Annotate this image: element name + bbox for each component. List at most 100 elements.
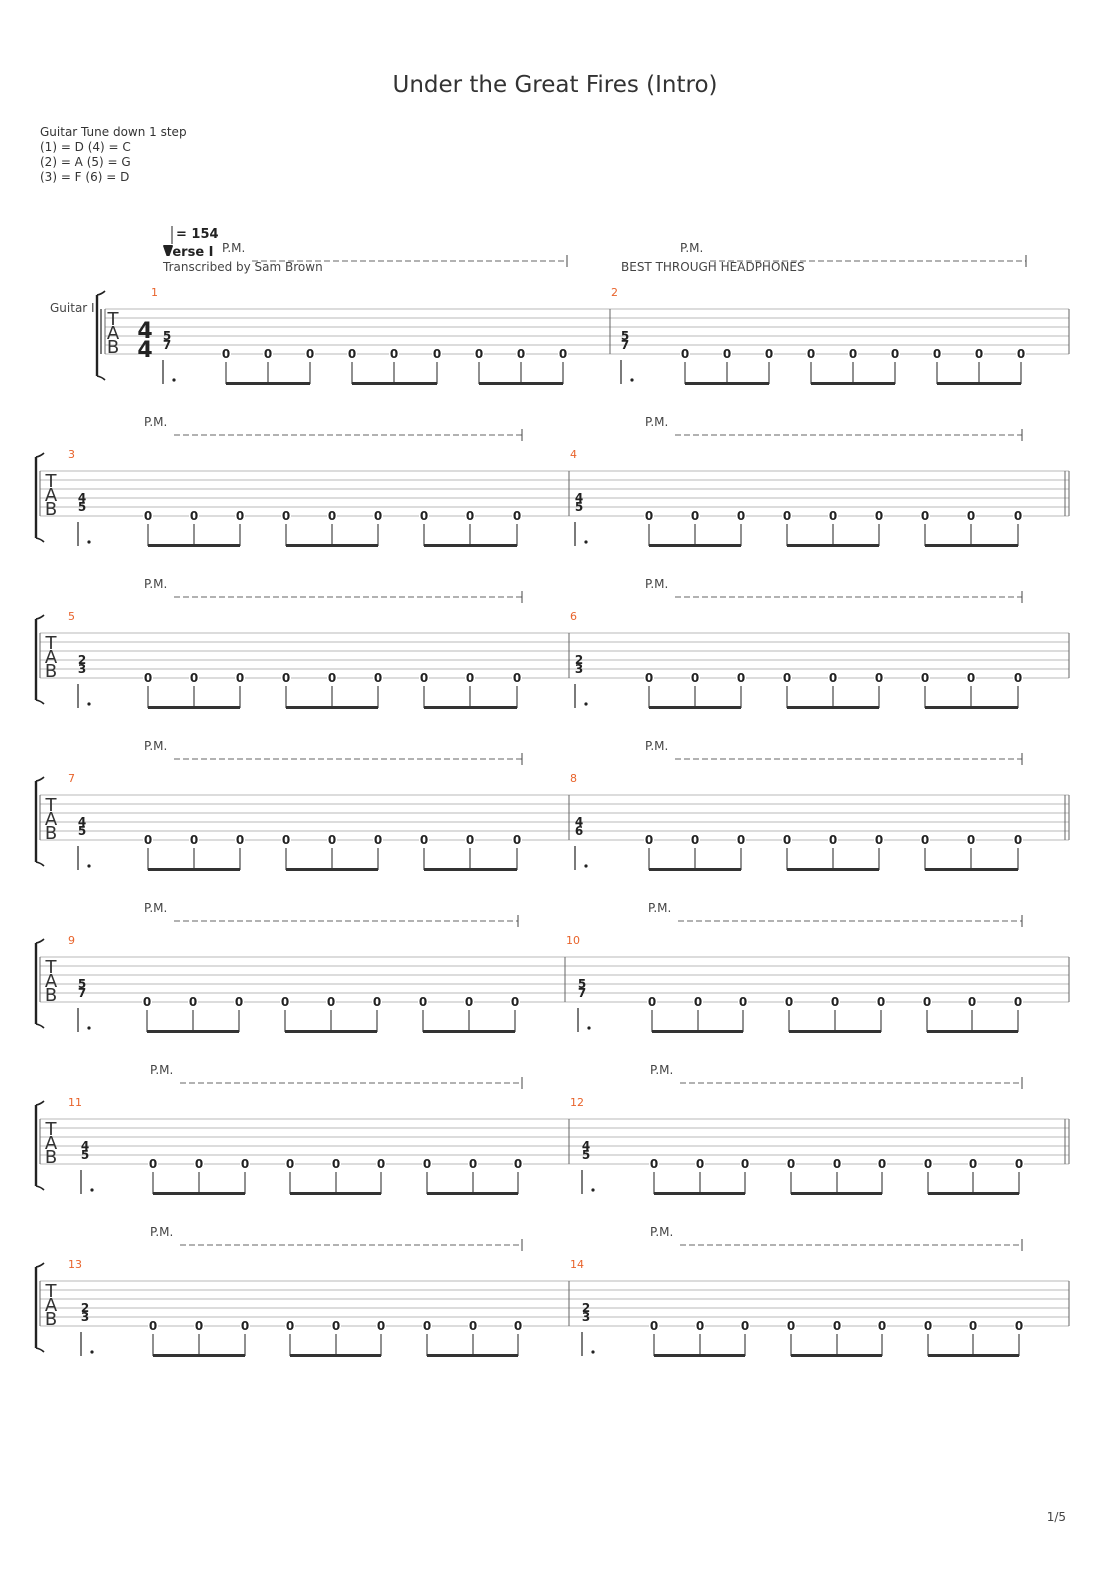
note-background (806, 347, 816, 359)
open-string-fret: 0 (691, 509, 699, 523)
duration-dot (591, 1350, 595, 1354)
note-background (649, 1319, 659, 1331)
note-beam (479, 382, 563, 385)
note-background (143, 833, 153, 845)
note-beam (286, 868, 378, 871)
note-background (966, 671, 976, 683)
open-string-fret: 0 (921, 509, 929, 523)
note-background (832, 1319, 842, 1331)
note-background (784, 995, 794, 1007)
open-string-fret: 0 (517, 347, 525, 361)
note-background (874, 833, 884, 845)
open-string-fret: 0 (286, 1157, 294, 1171)
note-beam (789, 1030, 881, 1033)
open-string-fret: 0 (465, 995, 473, 1009)
open-string-fret: 0 (514, 1319, 522, 1333)
open-string-fret: 0 (831, 995, 839, 1009)
open-string-fret: 0 (190, 671, 198, 685)
note-background (512, 671, 522, 683)
note-background (968, 1157, 978, 1169)
tab-clef-letter: A (45, 971, 58, 992)
open-string-fret: 0 (1014, 995, 1022, 1009)
open-string-fret: 0 (968, 995, 976, 1009)
note-background (432, 347, 442, 359)
tab-clef-letter: A (45, 809, 58, 830)
note-beam (925, 868, 1018, 871)
note-background (690, 509, 700, 521)
system-bracket-hook (35, 938, 45, 1029)
open-string-fret: 0 (222, 347, 230, 361)
chord-fret: 4 (78, 491, 86, 505)
note-beam (787, 868, 879, 871)
note-beam (649, 868, 741, 871)
tab-clef-letter: A (45, 647, 58, 668)
note-beam (652, 1030, 743, 1033)
note-background (828, 671, 838, 683)
note-background (327, 509, 337, 521)
note-beam (423, 1030, 515, 1033)
note-background (695, 1157, 705, 1169)
open-string-fret: 0 (332, 1157, 340, 1171)
note-background (764, 347, 774, 359)
open-string-fret: 0 (235, 995, 243, 1009)
note-background (828, 509, 838, 521)
chord-fret: 5 (582, 1148, 590, 1162)
note-background (876, 995, 886, 1007)
note-background (690, 671, 700, 683)
note-beam (787, 706, 879, 709)
note-beam (424, 544, 517, 547)
open-string-fret: 0 (332, 1319, 340, 1333)
palm-mute-label: P.M. (150, 1225, 173, 1239)
open-string-fret: 0 (1014, 833, 1022, 847)
note-background (932, 347, 942, 359)
open-string-fret: 0 (969, 1157, 977, 1171)
note-background (968, 1319, 978, 1331)
open-string-fret: 0 (559, 347, 567, 361)
open-string-fret: 0 (875, 671, 883, 685)
open-string-fret: 0 (923, 995, 931, 1009)
chord-fret: 7 (578, 986, 586, 1000)
chord-fret: 3 (81, 1310, 89, 1324)
note-background (148, 1319, 158, 1331)
note-background (644, 671, 654, 683)
tuning-line: (2) = A (5) = G (40, 155, 131, 169)
open-string-fret: 0 (513, 833, 521, 847)
note-background (281, 671, 291, 683)
note-beam (148, 706, 240, 709)
note-background (644, 833, 654, 845)
note-background (513, 1157, 523, 1169)
note-beam (427, 1354, 518, 1357)
time-signature-bottom: 4 (137, 338, 152, 363)
palm-mute-label: P.M. (144, 739, 167, 753)
open-string-fret: 0 (195, 1319, 203, 1333)
note-beam (928, 1354, 1019, 1357)
note-background (281, 509, 291, 521)
duration-dot (591, 1188, 595, 1192)
measure-number: 6 (570, 610, 577, 623)
open-string-fret: 0 (513, 671, 521, 685)
open-string-fret: 0 (513, 509, 521, 523)
note-beam (649, 544, 741, 547)
open-string-fret: 0 (833, 1319, 841, 1333)
note-background (143, 509, 153, 521)
measure-number: 11 (68, 1096, 82, 1109)
note-background (877, 1157, 887, 1169)
open-string-fret: 0 (681, 347, 689, 361)
duration-dot (584, 702, 588, 706)
open-string-fret: 0 (849, 347, 857, 361)
open-string-fret: 0 (264, 347, 272, 361)
note-background (874, 509, 884, 521)
note-background (305, 347, 315, 359)
note-beam (286, 706, 378, 709)
note-background (738, 995, 748, 1007)
tab-clef-letter: A (107, 323, 120, 344)
note-background (373, 833, 383, 845)
open-string-fret: 0 (236, 833, 244, 847)
section-label: Verse I (163, 245, 214, 260)
note-background (693, 995, 703, 1007)
note-background (786, 1157, 796, 1169)
chord-fret: 4 (575, 815, 583, 829)
chord-fret: 7 (78, 986, 86, 1000)
note-beam (148, 544, 240, 547)
open-string-fret: 0 (466, 833, 474, 847)
